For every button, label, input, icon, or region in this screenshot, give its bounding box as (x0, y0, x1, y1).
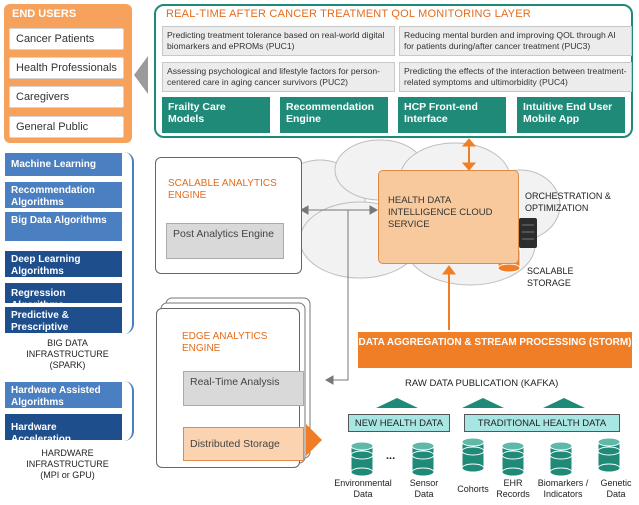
deep-learning-algorithms-box: Deep Learning Algorithms (4, 250, 123, 278)
genetic-data-label: Genetic Data (600, 478, 632, 499)
database-icons (350, 437, 621, 477)
predictive-prescriptive-box: Predictive & Prescriptive Algorithms (4, 306, 123, 345)
puc3-box: Reducing mental burden and improving QOL… (399, 26, 632, 56)
mobile-app-box: Intuitive End User Mobile App (517, 97, 625, 133)
kafka-label: RAW DATA PUBLICATION (KAFKA) (405, 378, 559, 389)
ehr-records-label: EHR Records (496, 478, 530, 499)
big-data-brace (124, 152, 134, 334)
recommendation-engine-box: Recommendation Engine (280, 97, 388, 133)
end-user-health-professionals: Health Professionals (9, 57, 124, 79)
machine-learning-box: Machine Learning (4, 152, 123, 177)
real-time-analysis-box: Real-Time Analysis (183, 371, 304, 406)
hardware-acceleration-box: Hardware Acceleration (4, 413, 123, 445)
scalable-engine-title: SCALABLE ANALYTICS ENGINE (168, 178, 277, 201)
hdi-qol-arrow-icon (461, 138, 477, 171)
end-user-caregivers: Caregivers (9, 86, 124, 108)
scalable-storage-label: SCALABLE STORAGE (527, 266, 574, 288)
puc4-box: Predicting the effects of the interactio… (399, 62, 632, 92)
ehr-db-icon (501, 441, 525, 477)
hardware-assisted-box: Hardware Assisted Algorithms (4, 381, 123, 409)
end-user-cancer-patients: Cancer Patients (9, 28, 124, 50)
distributed-storage-box: Distributed Storage (183, 427, 304, 461)
new-health-data-label: NEW HEALTH DATA (348, 414, 450, 432)
genetic-db-icon (597, 437, 621, 473)
cohorts-db-icon (461, 437, 485, 473)
big-data-algorithms-box: Big Data Algorithms (4, 211, 123, 242)
sensor-data-label: Sensor Data (409, 478, 439, 499)
big-data-infrastructure-caption: BIG DATA INFRASTRUCTURE (SPARK) (26, 338, 109, 370)
kafka-triangle-2-icon (462, 398, 504, 408)
qol-layer-title: REAL-TIME AFTER CANCER TREATMENT QOL MON… (166, 8, 531, 20)
kafka-triangle-3-icon (543, 398, 585, 408)
engine-connector-lines (299, 205, 379, 385)
kafka-triangle-1-icon (376, 398, 418, 408)
biomarkers-db-icon (549, 441, 573, 477)
storage-chevron-icon (306, 424, 322, 456)
end-users-arrow-icon (134, 56, 148, 94)
environmental-db-icon (350, 441, 374, 477)
puc1-box: Predicting treatment tolerance based on … (162, 26, 395, 56)
server-icon (519, 218, 537, 248)
hardware-infrastructure-caption: HARDWARE INFRASTRUCTURE (MPI or GPU) (26, 448, 109, 480)
biomarkers-label: Biomarkers / Indicators (537, 478, 589, 499)
data-aggregation-bar: DATA AGGREGATION & STREAM PROCESSING (ST… (358, 332, 632, 368)
orchestration-label: ORCHESTRATION & OPTIMIZATION (525, 191, 611, 213)
end-user-general-public: General Public (9, 116, 124, 138)
ellipsis-label: ... (386, 450, 396, 462)
hcp-front-end-box: HCP Front-end Interface (398, 97, 506, 133)
cohorts-label: Cohorts (457, 484, 489, 494)
post-analytics-box: Post Analytics Engine (166, 223, 284, 259)
frailty-care-models-box: Frailty Care Models (162, 97, 270, 133)
traditional-health-data-label: TRADITIONAL HEALTH DATA (464, 414, 620, 432)
sensor-db-icon (411, 441, 435, 477)
aggregation-up-arrow-icon (442, 265, 456, 330)
puc2-box: Assessing psychological and lifestyle fa… (162, 62, 395, 92)
regression-algorithms-box: Regression Algorithms (4, 282, 123, 311)
hardware-brace (124, 381, 134, 441)
end-users-title: END USERS (12, 8, 77, 20)
environmental-data-label: Environmental Data (334, 478, 392, 499)
edge-engine-title: EDGE ANALYTICS ENGINE (182, 331, 268, 354)
health-data-intelligence-box: HEALTH DATA INTELLIGENCE CLOUD SERVICE (378, 170, 519, 264)
recommendation-algorithms-box: Recommendation Algorithms (4, 181, 123, 209)
